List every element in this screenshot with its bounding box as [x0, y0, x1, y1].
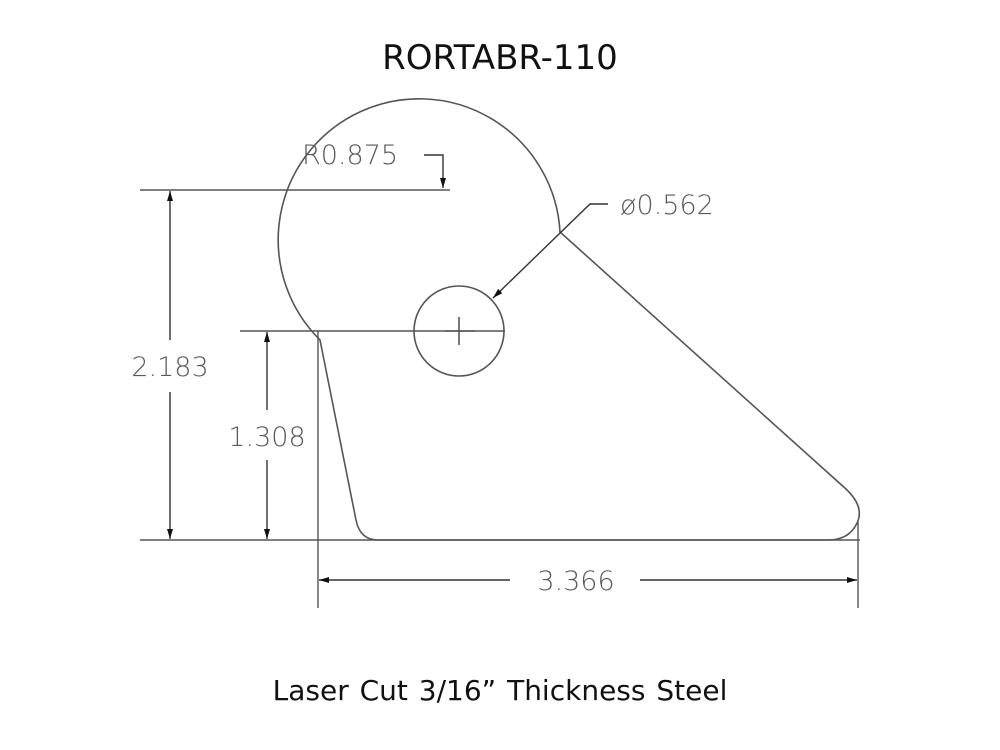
extension-lines: [140, 189, 860, 608]
diameter-leader: [492, 203, 608, 299]
radius-label: R0.875: [302, 140, 398, 171]
overall-height-label: 2.183: [131, 352, 208, 383]
diameter-label: ø0.562: [620, 190, 714, 221]
part-outline: [277, 98, 861, 541]
mounting-hole: [413, 285, 505, 377]
hole-height-label: 1.308: [228, 422, 305, 453]
radius-leader: [424, 154, 446, 188]
tab-profile: [277, 98, 861, 541]
part-number-title: RORTABR-110: [382, 38, 618, 78]
overall-width-label: 3.366: [537, 566, 614, 597]
material-caption: Laser Cut 3/16” Thickness Steel: [272, 674, 728, 707]
